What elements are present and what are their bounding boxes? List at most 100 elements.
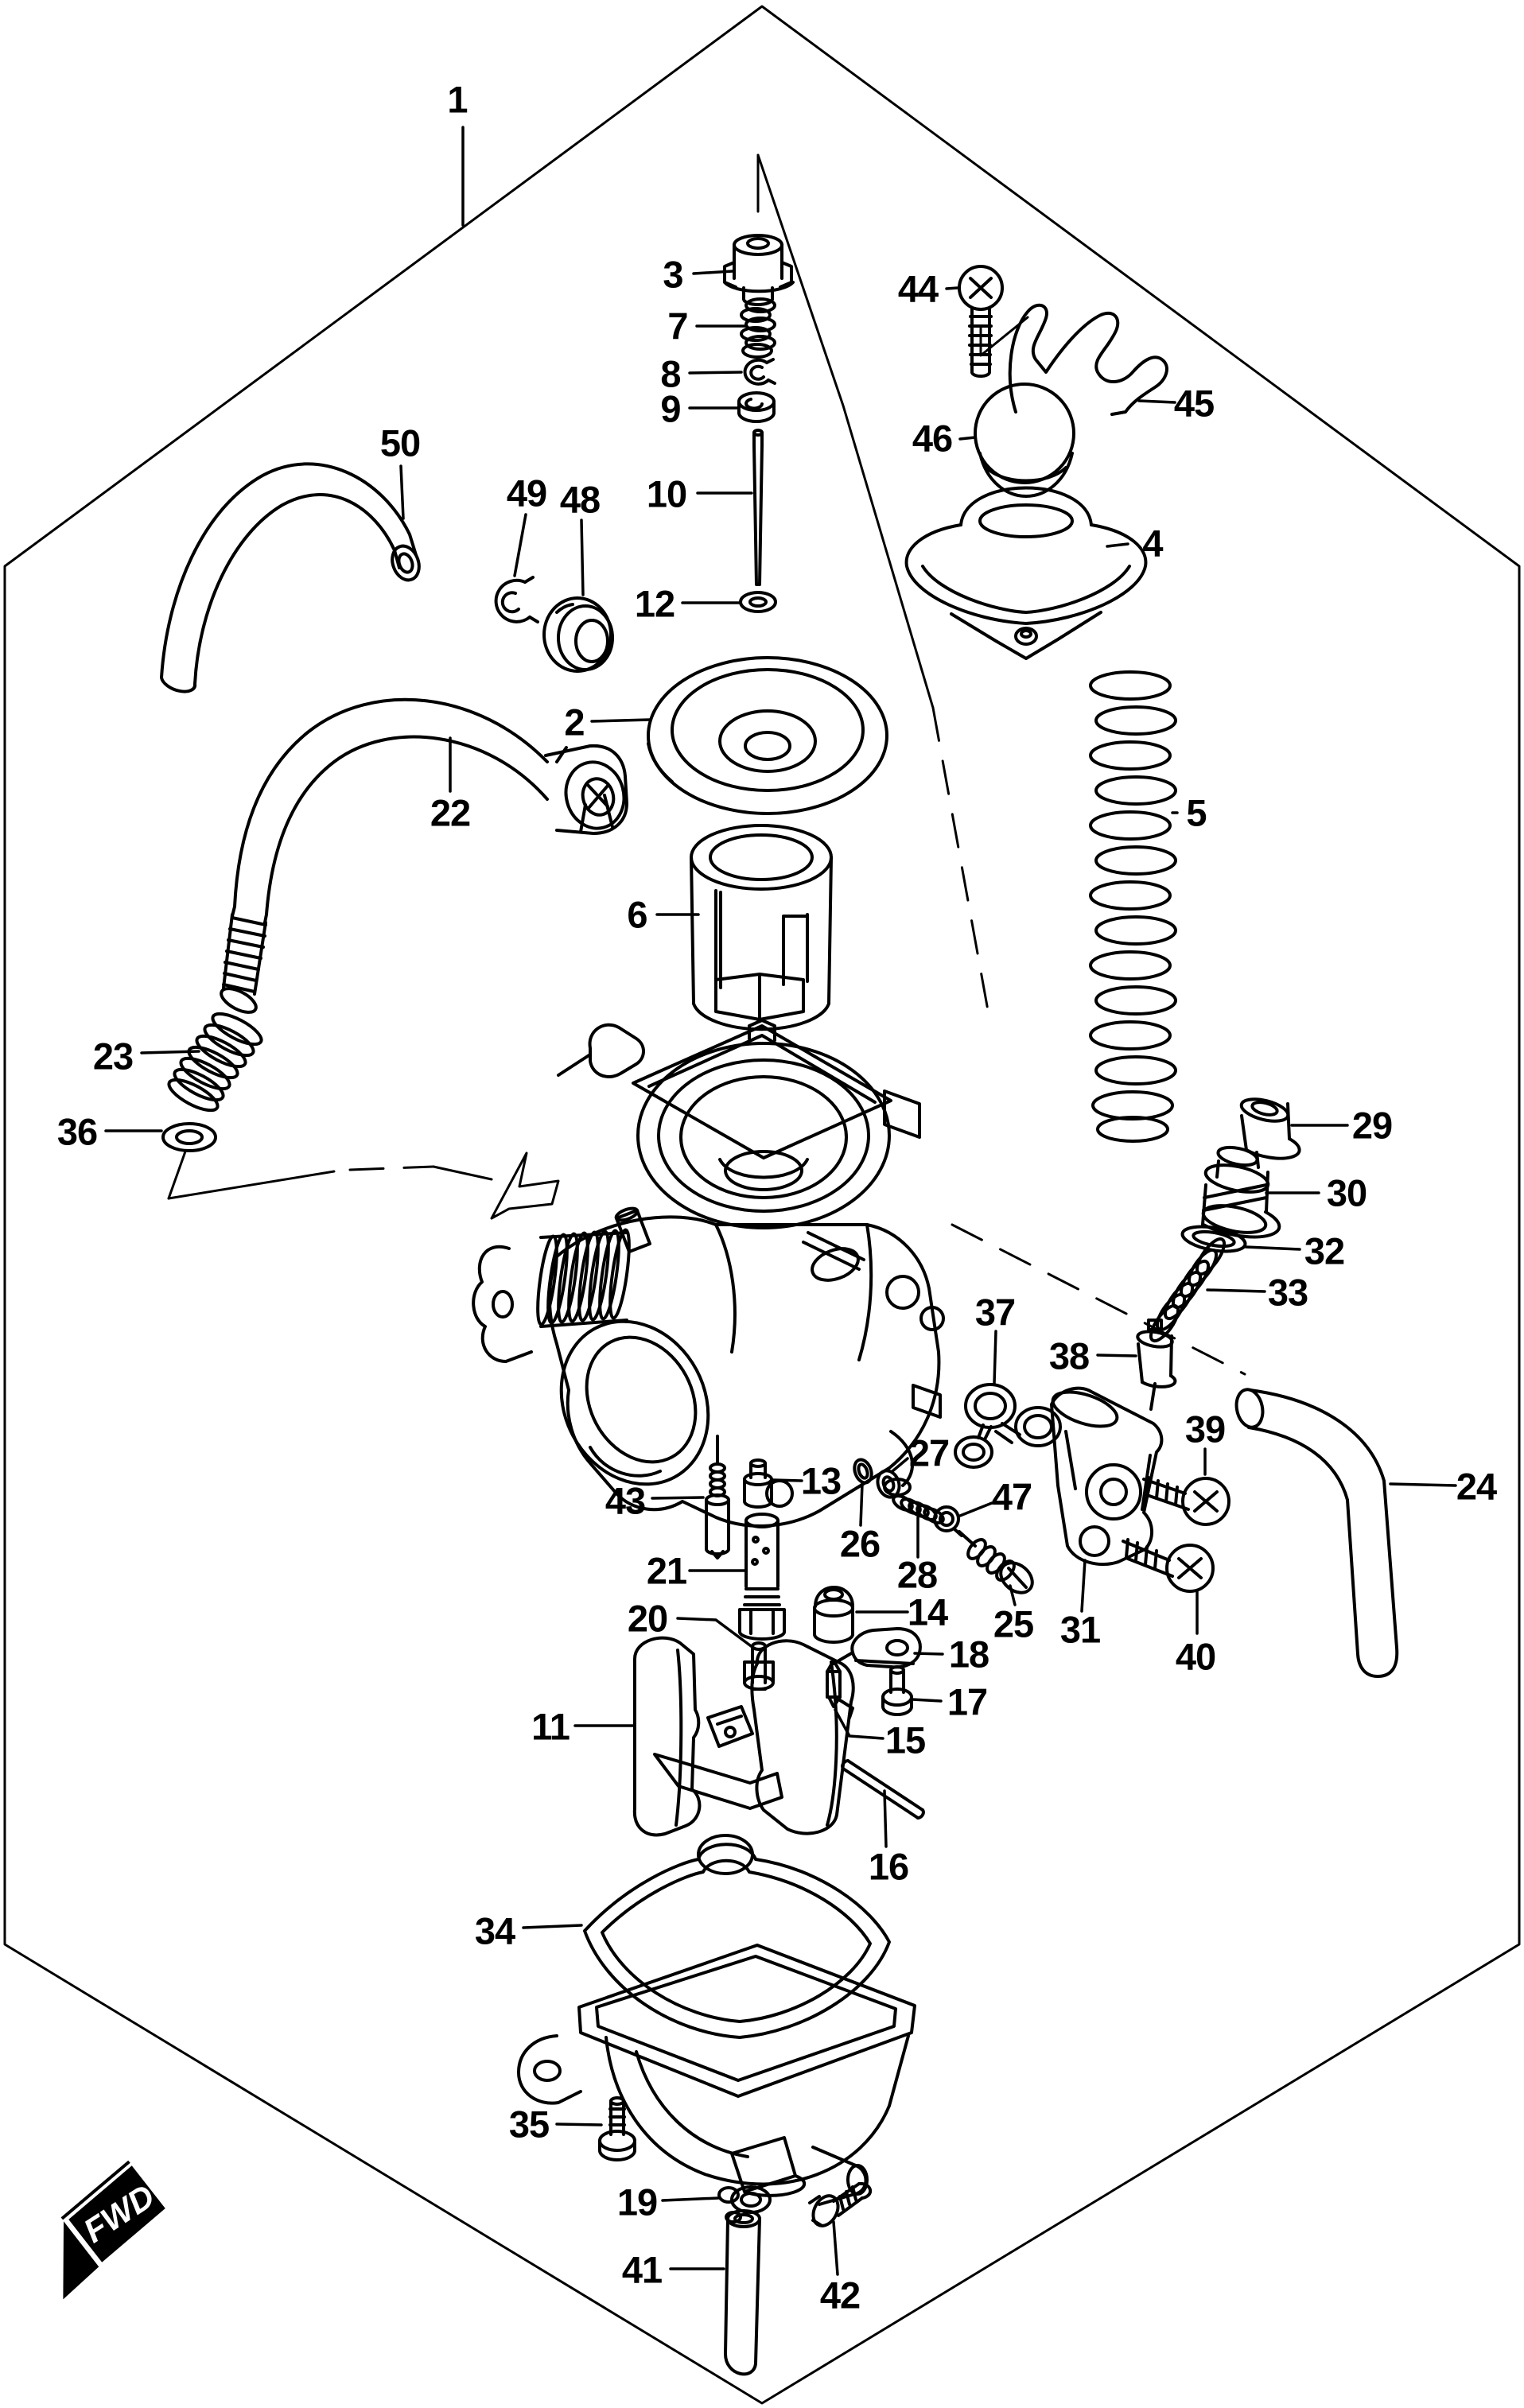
- callout-leader-46: [958, 436, 977, 441]
- part-24-hose: [1234, 1388, 1399, 1678]
- callout-leader-18: [913, 1652, 944, 1656]
- part-3-needle-retainer: [723, 234, 795, 306]
- callout-leader-48: [580, 518, 585, 596]
- callout-label-16: 16: [869, 1846, 908, 1888]
- callout-leader-16: [883, 1789, 888, 1848]
- part-44-screw: [958, 265, 1004, 378]
- part-36-washer: [161, 1122, 217, 1152]
- callout-label-26: 26: [840, 1523, 880, 1565]
- callout-label-36: 36: [57, 1111, 97, 1153]
- callout-label-33: 33: [1268, 1272, 1308, 1314]
- callout-leader-49: [513, 513, 527, 577]
- callout-label-12: 12: [635, 583, 675, 625]
- callout-leader-47: [958, 1501, 993, 1517]
- callout-leader-35: [555, 2123, 603, 2126]
- float-bowl: [517, 1944, 916, 2206]
- callout-label-45: 45: [1174, 383, 1214, 425]
- callout-label-38: 38: [1049, 1335, 1089, 1377]
- part-13-jet: [743, 1458, 773, 1509]
- callout-label-32: 32: [1304, 1230, 1344, 1272]
- part-31-cable-bracket: [1050, 1386, 1164, 1567]
- callout-label-15: 15: [885, 1719, 925, 1761]
- part-16-float-pin: [841, 1759, 925, 1820]
- callout-label-25: 25: [993, 1603, 1033, 1645]
- callout-label-39: 39: [1185, 1408, 1225, 1451]
- part-8-e-ring: [743, 358, 776, 386]
- callout-leader-32: [1244, 1245, 1301, 1251]
- callout-label-6: 6: [627, 894, 647, 936]
- callout-leader-24: [1389, 1482, 1457, 1487]
- part-19-o-rings: [717, 2185, 772, 2224]
- part-39-screw: [1142, 1476, 1230, 1526]
- callout-label-3: 3: [663, 254, 682, 296]
- part-22-hose: [220, 697, 628, 1014]
- callout-label-28: 28: [897, 1554, 937, 1596]
- callout-label-43: 43: [605, 1480, 645, 1522]
- callout-leader-37: [993, 1330, 997, 1385]
- callout-label-44: 44: [898, 268, 939, 310]
- part-30-starter-plunger-body: [1201, 1145, 1281, 1239]
- callout-leader-44: [945, 286, 959, 290]
- callout-label-22: 22: [430, 792, 470, 834]
- callout-label-37: 37: [975, 1291, 1015, 1334]
- callout-label-13: 13: [801, 1460, 841, 1502]
- part-26-o-ring: [853, 1458, 873, 1485]
- part-9-spacer: [737, 391, 776, 423]
- callout-label-47: 47: [992, 1476, 1032, 1518]
- part-50-hose: [160, 462, 421, 693]
- callout-label-8: 8: [660, 353, 680, 395]
- callout-label-48: 48: [560, 479, 600, 521]
- part-10-jet-needle: [752, 429, 764, 586]
- callout-leader-2: [590, 718, 651, 723]
- callout-label-35: 35: [509, 2103, 549, 2146]
- part-7-spring: [740, 297, 776, 359]
- callout-label-7: 7: [667, 305, 687, 348]
- part-37-o-ring-set: [954, 1383, 1062, 1469]
- part-17-screw: [881, 1665, 913, 1716]
- part-5-spring: [1089, 670, 1177, 1143]
- callout-leader-50: [399, 464, 405, 520]
- hexagon-border: [3, 5, 1521, 2405]
- part-46-cap: [974, 383, 1075, 498]
- callout-label-46: 46: [912, 418, 952, 460]
- callout-label-42: 42: [820, 2274, 860, 2317]
- part-14-plug: [813, 1586, 854, 1644]
- callout-label-9: 9: [660, 388, 680, 430]
- callout-leader-3: [692, 270, 734, 275]
- callout-leader-4: [1106, 542, 1129, 548]
- callout-leader-27: [891, 1457, 909, 1473]
- callout-label-1: 1: [447, 79, 467, 121]
- callout-leader-20: [676, 1617, 755, 1649]
- callout-leader-17: [911, 1698, 943, 1703]
- part-43-pilot-screw: [705, 1435, 730, 1559]
- callout-label-30: 30: [1327, 1172, 1367, 1214]
- callout-label-19: 19: [617, 2181, 657, 2224]
- part-48-grommet: [542, 596, 614, 673]
- callout-label-10: 10: [647, 473, 686, 515]
- callout-label-11: 11: [531, 1706, 570, 1748]
- part-41-drain-tube: [724, 2209, 761, 2376]
- pointer-lines: [167, 153, 1246, 1376]
- callout-leader-13: [772, 1478, 803, 1482]
- part-6-throttle-slide: [690, 824, 833, 1031]
- part-2-diaphragm: [647, 656, 888, 815]
- callout-leader-19: [661, 2196, 720, 2202]
- callout-leader-25: [1009, 1584, 1017, 1606]
- part-21-needle-jet: [738, 1513, 786, 1641]
- part-25-throttle-stop-screw: [952, 1527, 1034, 1594]
- part-18-lever: [832, 1627, 922, 1669]
- callout-leader-26: [859, 1482, 864, 1527]
- callout-label-4: 4: [1142, 522, 1163, 565]
- callout-label-2: 2: [564, 701, 584, 744]
- part-45-wire-clip: [1008, 303, 1168, 416]
- part-35-screw: [598, 2096, 636, 2161]
- callout-leader-42: [832, 2220, 839, 2276]
- callout-leader-43: [651, 1496, 705, 1500]
- callout-label-14: 14: [908, 1591, 948, 1633]
- part-12-washer: [739, 591, 777, 613]
- callout-label-41: 41: [622, 2249, 662, 2291]
- callout-leader-33: [1206, 1288, 1266, 1293]
- part-40-screw: [1122, 1538, 1215, 1593]
- callout-label-23: 23: [93, 1035, 133, 1078]
